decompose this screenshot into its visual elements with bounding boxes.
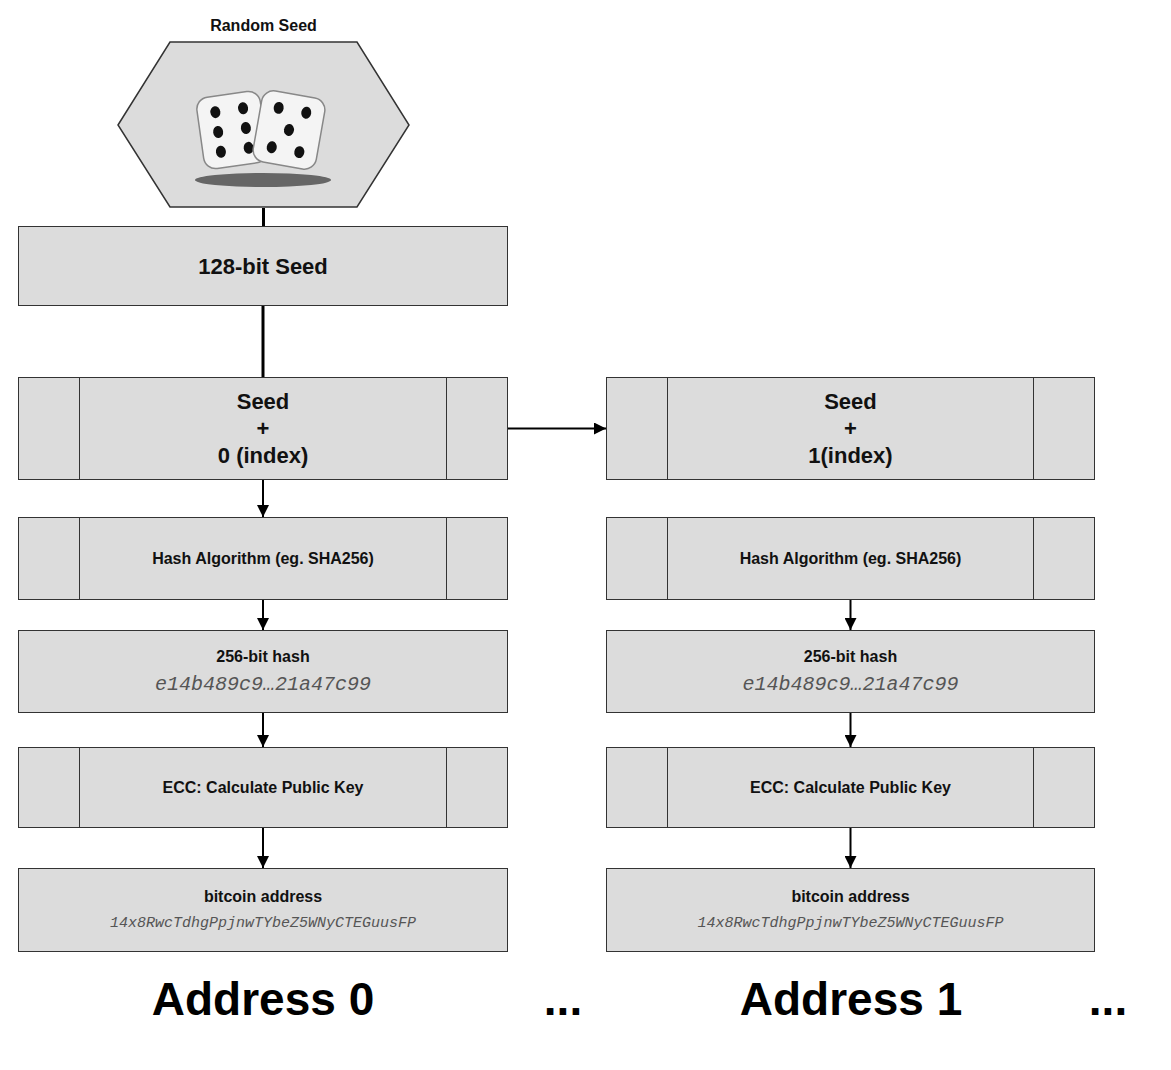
data-box: 256-bit hash e14b489c9…21a47c99: [606, 630, 1095, 713]
die-pip: [215, 145, 227, 158]
side-bar: [1033, 748, 1034, 827]
side-bar: [1033, 518, 1034, 599]
process-box: Seed + 0 (index): [18, 377, 508, 480]
connector: [508, 428, 606, 430]
continuation-dots: ...: [1089, 972, 1127, 1026]
node-value: e14b489c9…21a47c99: [742, 672, 958, 698]
side-bar: [446, 518, 447, 599]
data-box: bitcoin address 14x8RwcTdhgPpjnwTYbeZ5WNy…: [18, 868, 508, 952]
seed-hexagon: [117, 8, 410, 208]
side-bar: [446, 748, 447, 827]
connector: [262, 480, 264, 517]
node-title: Seed + 1(index): [808, 388, 892, 469]
die-pip: [237, 102, 249, 115]
node-title: Hash Algorithm (eg. SHA256): [740, 548, 962, 570]
die-illustration: [251, 89, 327, 171]
node-title: 256-bit hash: [804, 646, 897, 668]
die-body: [251, 89, 327, 171]
node-value: 14x8RwcTdhgPpjnwTYbeZ5WNyCTEGuusFP: [697, 914, 1003, 934]
address-caption: Address 0: [152, 972, 374, 1026]
dice-shadow: [195, 173, 331, 187]
side-bar: [667, 378, 668, 479]
node-title: bitcoin address: [204, 886, 322, 908]
node-value: e14b489c9…21a47c99: [155, 672, 371, 698]
connector: [262, 208, 265, 226]
node-title: Seed + 0 (index): [218, 388, 309, 469]
process-box: ECC: Calculate Public Key: [606, 747, 1095, 828]
side-bar: [446, 378, 447, 479]
process-box: Seed + 1(index): [606, 377, 1095, 480]
die-pip: [240, 121, 252, 134]
side-bar: [667, 518, 668, 599]
connector: [850, 713, 852, 747]
process-box: Hash Algorithm (eg. SHA256): [18, 517, 508, 600]
die-pip: [300, 106, 312, 120]
side-bar: [1033, 378, 1034, 479]
connector: [262, 600, 264, 630]
die-pip: [210, 106, 222, 119]
hexagon-outline: [118, 42, 409, 207]
side-bar: [79, 378, 80, 479]
connector: [262, 713, 264, 747]
connector: [850, 600, 852, 630]
process-box: Hash Algorithm (eg. SHA256): [606, 517, 1095, 600]
data-box: bitcoin address 14x8RwcTdhgPpjnwTYbeZ5WNy…: [606, 868, 1095, 952]
node-title: 128-bit Seed: [198, 253, 328, 280]
connector: [262, 828, 264, 868]
die-pip: [212, 125, 224, 138]
side-bar: [667, 748, 668, 827]
node-title: Random Seed: [117, 16, 410, 36]
seed-node: Random Seed: [117, 8, 410, 208]
die-pip: [266, 140, 278, 154]
continuation-dots: ...: [544, 972, 582, 1026]
address-caption: Address 1: [740, 972, 962, 1026]
side-bar: [79, 518, 80, 599]
node-title: ECC: Calculate Public Key: [163, 777, 364, 799]
process-box: ECC: Calculate Public Key: [18, 747, 508, 828]
die-pip: [283, 123, 295, 137]
node-title: Hash Algorithm (eg. SHA256): [152, 548, 374, 570]
die-pip: [293, 145, 305, 159]
data-box: 256-bit hash e14b489c9…21a47c99: [18, 630, 508, 713]
die-pip: [273, 101, 285, 115]
node-value: 14x8RwcTdhgPpjnwTYbeZ5WNyCTEGuusFP: [110, 914, 416, 934]
node-title: bitcoin address: [791, 886, 909, 908]
node-title: ECC: Calculate Public Key: [750, 777, 951, 799]
side-bar: [79, 748, 80, 827]
data-box: 128-bit Seed: [18, 226, 508, 306]
node-title: 256-bit hash: [216, 646, 309, 668]
connector: [850, 828, 852, 868]
connector: [262, 306, 265, 377]
